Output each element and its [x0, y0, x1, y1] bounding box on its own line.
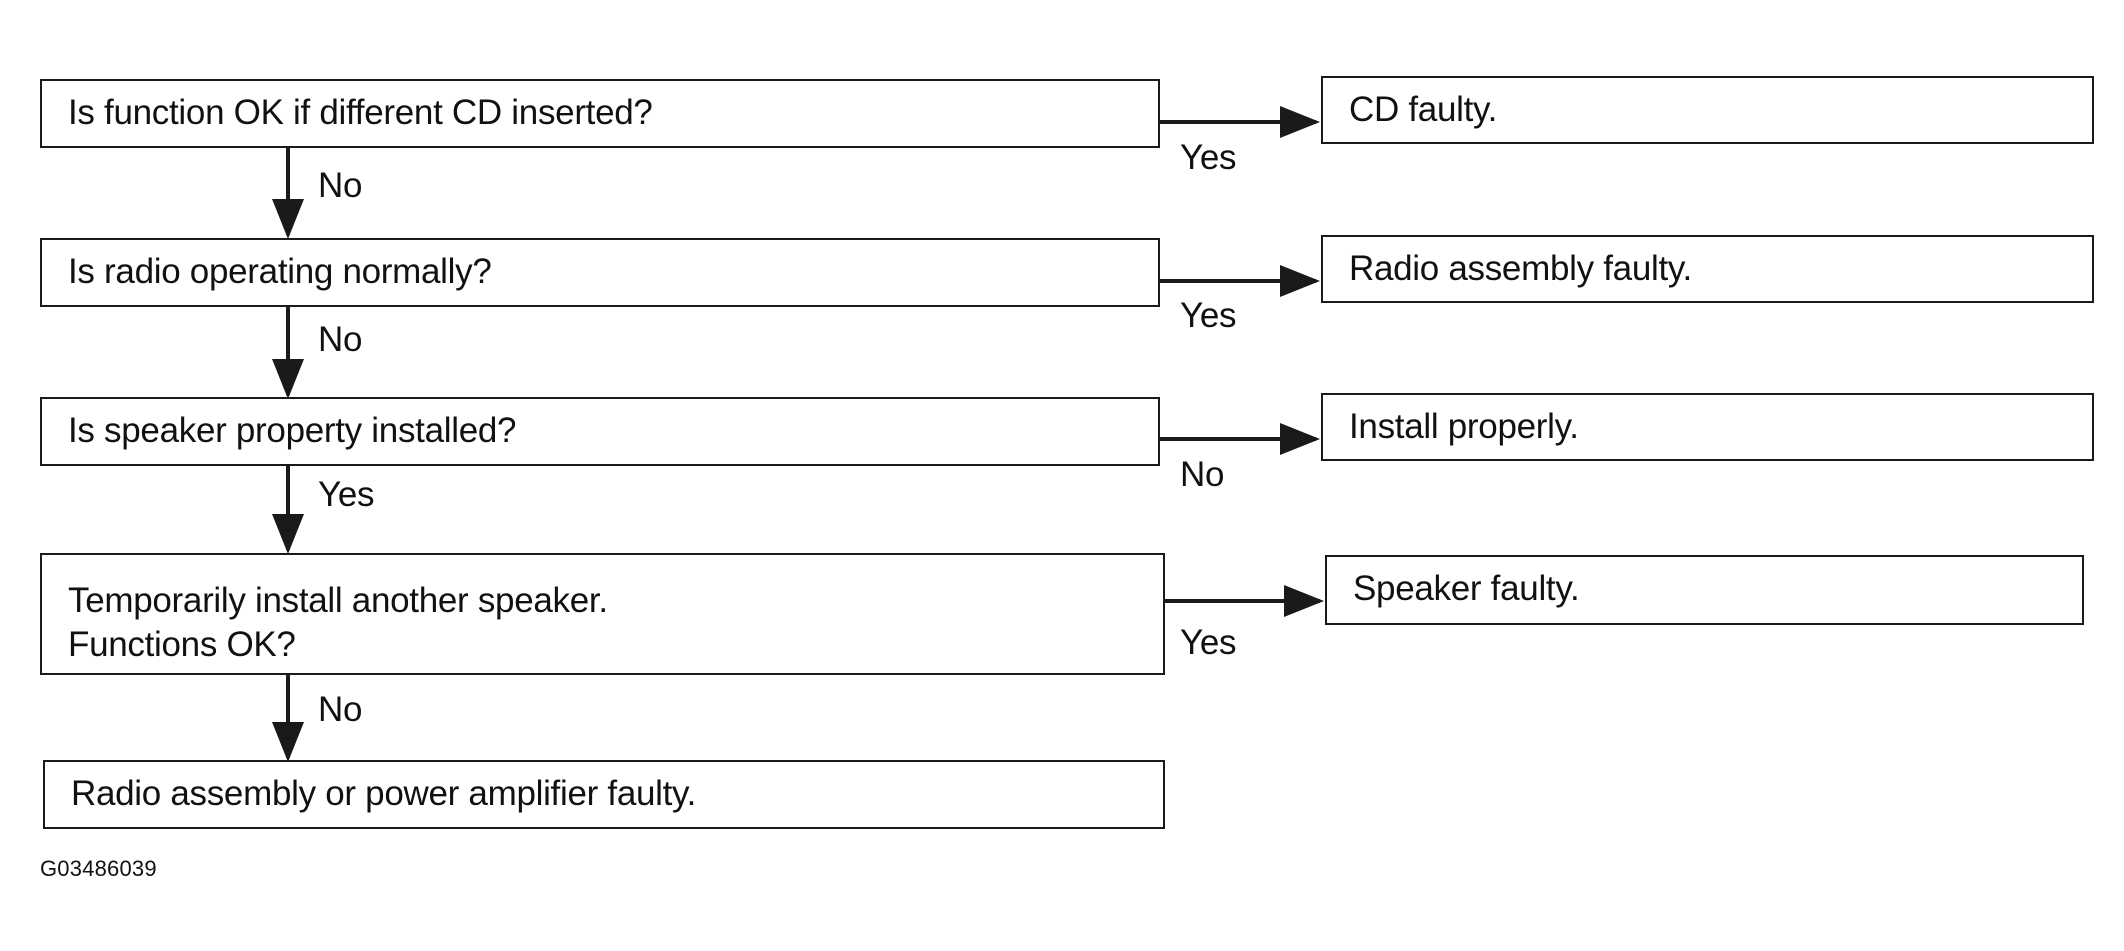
result-2-text: Radio assembly faulty. [1349, 249, 1692, 288]
question-3-text: Is speaker property installed? [68, 411, 517, 450]
question-box-3: Is speaker property installed? [40, 397, 1160, 466]
final-result-text: Radio assembly or power amplifier faulty… [71, 774, 697, 813]
down-branch-label-4: No [318, 690, 363, 729]
question-box-2: Is radio operating normally? [40, 238, 1160, 307]
result-4-text: Speaker faulty. [1353, 569, 1580, 608]
result-box-1: CD faulty. [1321, 76, 2094, 144]
final-result-box: Radio assembly or power amplifier faulty… [43, 760, 1165, 829]
down-branch-label-3: Yes [318, 475, 375, 514]
side-branch-label-3: No [1180, 455, 1225, 494]
question-4-text-line-2: Functions OK? [68, 625, 296, 664]
figure-code: G03486039 [40, 856, 157, 881]
question-1-text: Is function OK if different CD inserted? [68, 93, 653, 132]
result-box-4: Speaker faulty. [1325, 555, 2084, 625]
down-branch-label-1: No [318, 166, 363, 205]
question-box-4: Temporarily install another speaker. Fun… [40, 553, 1165, 675]
result-1-text: CD faulty. [1349, 90, 1498, 129]
side-branch-label-2: Yes [1180, 296, 1237, 335]
result-box-2: Radio assembly faulty. [1321, 235, 2094, 303]
question-box-1: Is function OK if different CD inserted? [40, 79, 1160, 148]
down-branch-label-2: No [318, 320, 363, 359]
result-box-3: Install properly. [1321, 393, 2094, 461]
result-3-text: Install properly. [1349, 407, 1579, 446]
question-4-text-line-1: Temporarily install another speaker. [68, 581, 608, 620]
question-2-text: Is radio operating normally? [68, 252, 492, 291]
side-branch-label-1: Yes [1180, 138, 1237, 177]
side-branch-label-4: Yes [1180, 623, 1237, 662]
